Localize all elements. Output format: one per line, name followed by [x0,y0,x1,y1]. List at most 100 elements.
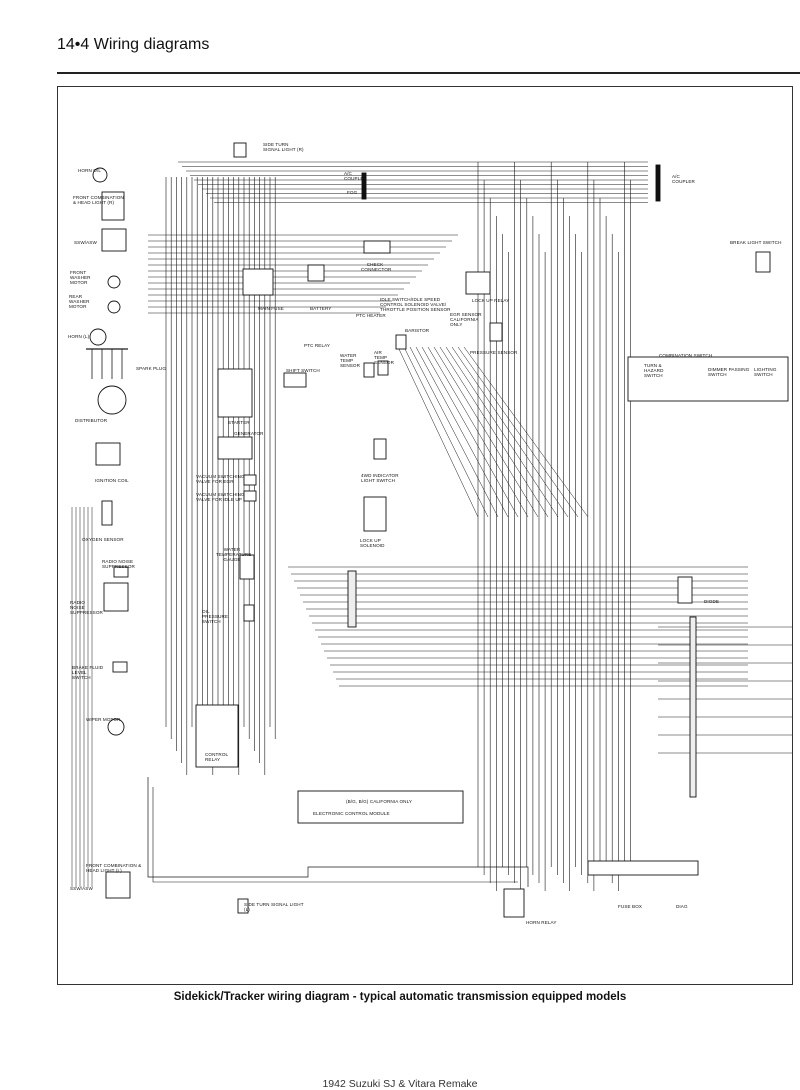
harness-wire-diagonal [439,346,549,518]
baristor-symbol [395,334,407,350]
shift-switch-symbol [283,372,307,388]
battery-symbol [307,264,325,282]
vacuum-idle-symbol [243,490,257,502]
label-dimmer-passing: DIMMER PASSING SWITCH [708,367,750,377]
label-4wd-indicator: 4WD INDICATOR LIGHT SWITCH [361,473,399,483]
label-ptc-relay: PTC RELAY [304,343,331,348]
harness-wire-diagonal [463,346,589,518]
label-diode: DIODE [704,599,720,604]
connector-strip-symbol [347,570,357,628]
lock-up-relay-symbol [465,271,491,295]
4wd-indicator-symbol [373,438,387,460]
ssw-asw-top-symbol [101,228,127,252]
harness-wire-loop [152,787,518,883]
distributor-symbol [97,385,127,415]
harness-wire-diagonal [445,346,559,518]
label-fog: FOG [347,190,358,195]
wiring-diagram-canvas [71,142,792,918]
label-brake-fluid: BRAKE FLUID LEVEL SWITCH [72,665,104,680]
label-baristor: BARISTOR [405,328,430,333]
label-radio-noise-top: RADIO NOISE SUPPRESSOR [102,559,135,569]
radio-noise-suppressor-symbol [103,582,129,612]
label-main-fuse: MAIN FUSE [258,306,284,311]
label-front-combo-head-r: FRONT COMBINATION & HEAD LIGHT (R) [73,195,124,205]
wiper-motor-symbol [107,718,125,736]
control-relay-symbol [195,704,239,768]
harness-wire-diagonal [427,346,529,518]
label-horn-ol: HORN O/L [78,168,102,173]
vacuum-egr-symbol [243,474,257,486]
side-turn-l-symbol [237,898,249,914]
label-water-temp-sensor: WATER TEMP SENSOR [340,353,361,368]
label-starter: STARTER [228,420,250,425]
air-temp-sensor-symbol [377,360,389,376]
brake-fluid-switch-symbol [112,661,128,673]
label-radio-noise: RADIO NOISE SUPPRESSOR [70,600,103,615]
label-control-relay: CONTROL RELAY [205,752,228,762]
ignition-coil-symbol [95,442,121,466]
label-fuse-box: FUSE BOX [618,904,643,909]
label-ecm: ELECTRONIC CONTROL MODULE [313,811,390,816]
header-divider [57,72,800,74]
harness-wire-diagonal [403,346,489,518]
page-header: 14•4 Wiring diagrams [57,36,210,53]
harness-wire-loop [147,777,529,887]
rear-washer-motor-symbol [107,300,121,314]
label-rear-washer-motor: REAR WASHER MOTOR [69,294,90,309]
side-turn-r-symbol [233,142,247,158]
fuse-box-symbol [587,860,699,876]
harness-wire-diagonal [415,346,509,518]
wiring-diagram: HORN O/L FRONT COMBINATION & HEAD LIGHT … [57,86,793,985]
label-combination-switch: COMBINATION SWITCH [659,353,713,358]
label-front-combo-head-l: FRONT COMBINATION & HEAD LIGHT (L) [86,863,142,873]
check-connector-symbol [363,240,391,254]
label-horn-l: HORN (L) [68,334,90,339]
horn-relay-symbol [503,888,525,918]
label-lock-up-solenoid: LOCK UP SOLENOID [360,538,385,548]
horn-left-symbol [89,328,107,346]
label-check-connector: CHECK CONNECTOR [361,262,392,272]
harness-wire-diagonal [409,346,499,518]
lock-up-solenoid-symbol [363,496,387,532]
diode-symbol [677,576,693,604]
starter-symbol [217,368,253,418]
label-front-washer-motor: FRONT WASHER MOTOR [70,270,91,285]
pressure-sensor-symbol [489,322,503,342]
label-pressure-sensor: PRESSURE SENSOR [470,350,518,355]
label-lighting-switch: LIGHTING SWITCH [754,367,777,377]
label-air-temp-sensor: AIR TEMP SENSOR [374,350,395,365]
water-temp-gauge-symbol [239,554,255,580]
label-side-turn-r: SIDE TURN SIGNAL LIGHT (R) [263,142,304,152]
harness-wire-diagonal [433,346,539,518]
label-horn-relay: HORN RELAY [526,920,557,925]
label-ssw-asw-bottom: SSW/ASW [70,886,93,891]
ac-coupler-right-symbol [655,164,661,202]
label-battery: BATTERY [310,306,332,311]
label-shift-switch: SHIFT SWITCH [286,368,320,373]
front-washer-motor-symbol [107,275,121,289]
ecm-symbol [297,790,464,824]
label-vacuum-egr: VACUUM SWITCHING VALVE FOR EGR [196,474,245,484]
label-spark-plug: SPARK PLUG [136,366,167,371]
water-temp-sensor-symbol [363,362,375,378]
label-water-temp-gauge: WATER TEMPERATURE GAUGE [216,547,252,562]
label-idle-switch: IDLE SWITCH/IDLE SPEED CONTROL SOLENOID … [380,297,451,312]
label-turn-hazard: TURN & HAZARD SWITCH [644,363,664,378]
label-wiper-motor: WIPER MOTOR [86,717,121,722]
headlight-left-symbol [105,871,131,899]
oxygen-sensor-symbol [101,500,113,526]
label-oil-pressure: OIL PRESSURE SWITCH [202,609,229,624]
connector-strip-right-symbol [689,616,697,798]
harness-wire-diagonal [421,346,519,518]
harness-wire-diagonal [451,346,569,518]
label-generator: GENERATOR [234,431,264,436]
radio-suppressor-top-symbol [113,566,129,578]
ac-coupler-left-symbol [361,172,367,200]
label-ptc-heater: PTC HEATER [356,313,386,318]
label-ignition-coil: IGNITION COIL [95,478,129,483]
label-vacuum-idle: VACUUM SWITCHING VALVE FOR IDLE UP [196,492,245,502]
label-break-light-switch: BREAK LIGHT SWITCH [730,240,782,245]
label-ac-coupler-left: A/C COUPLER [344,171,367,181]
label-ecm-note: (B/G, B/G) CALIFORNIA ONLY [346,799,413,804]
label-ac-coupler-right: A/C COUPLER [672,174,695,184]
